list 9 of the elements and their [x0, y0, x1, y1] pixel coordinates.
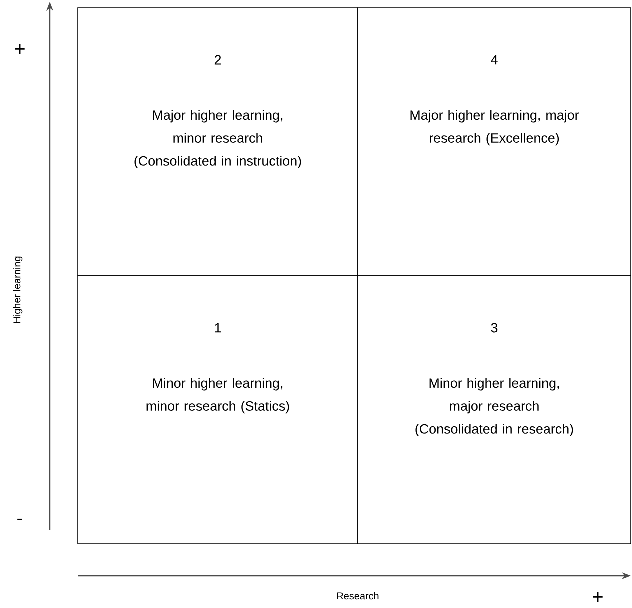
axis-sign: - — [18, 518, 22, 521]
axis-title: Higher learning — [13, 256, 23, 323]
axis-title: Research — [338, 592, 379, 600]
quadrant-box: 2 Major higher learning, minor research (Consolidated in instruction) — [78, 8, 358, 276]
quadrant-box: 4 Major higher learning, major research (Excellence) — [358, 8, 632, 276]
axis-sign: + — [15, 44, 25, 54]
quadrant-box: 1 Minor higher learning, minor research (Statics) — [78, 276, 358, 544]
quadrant-box: 3 Minor higher learning, major research (Consolidated in research) — [358, 276, 632, 544]
axis-sign: + — [593, 592, 603, 602]
